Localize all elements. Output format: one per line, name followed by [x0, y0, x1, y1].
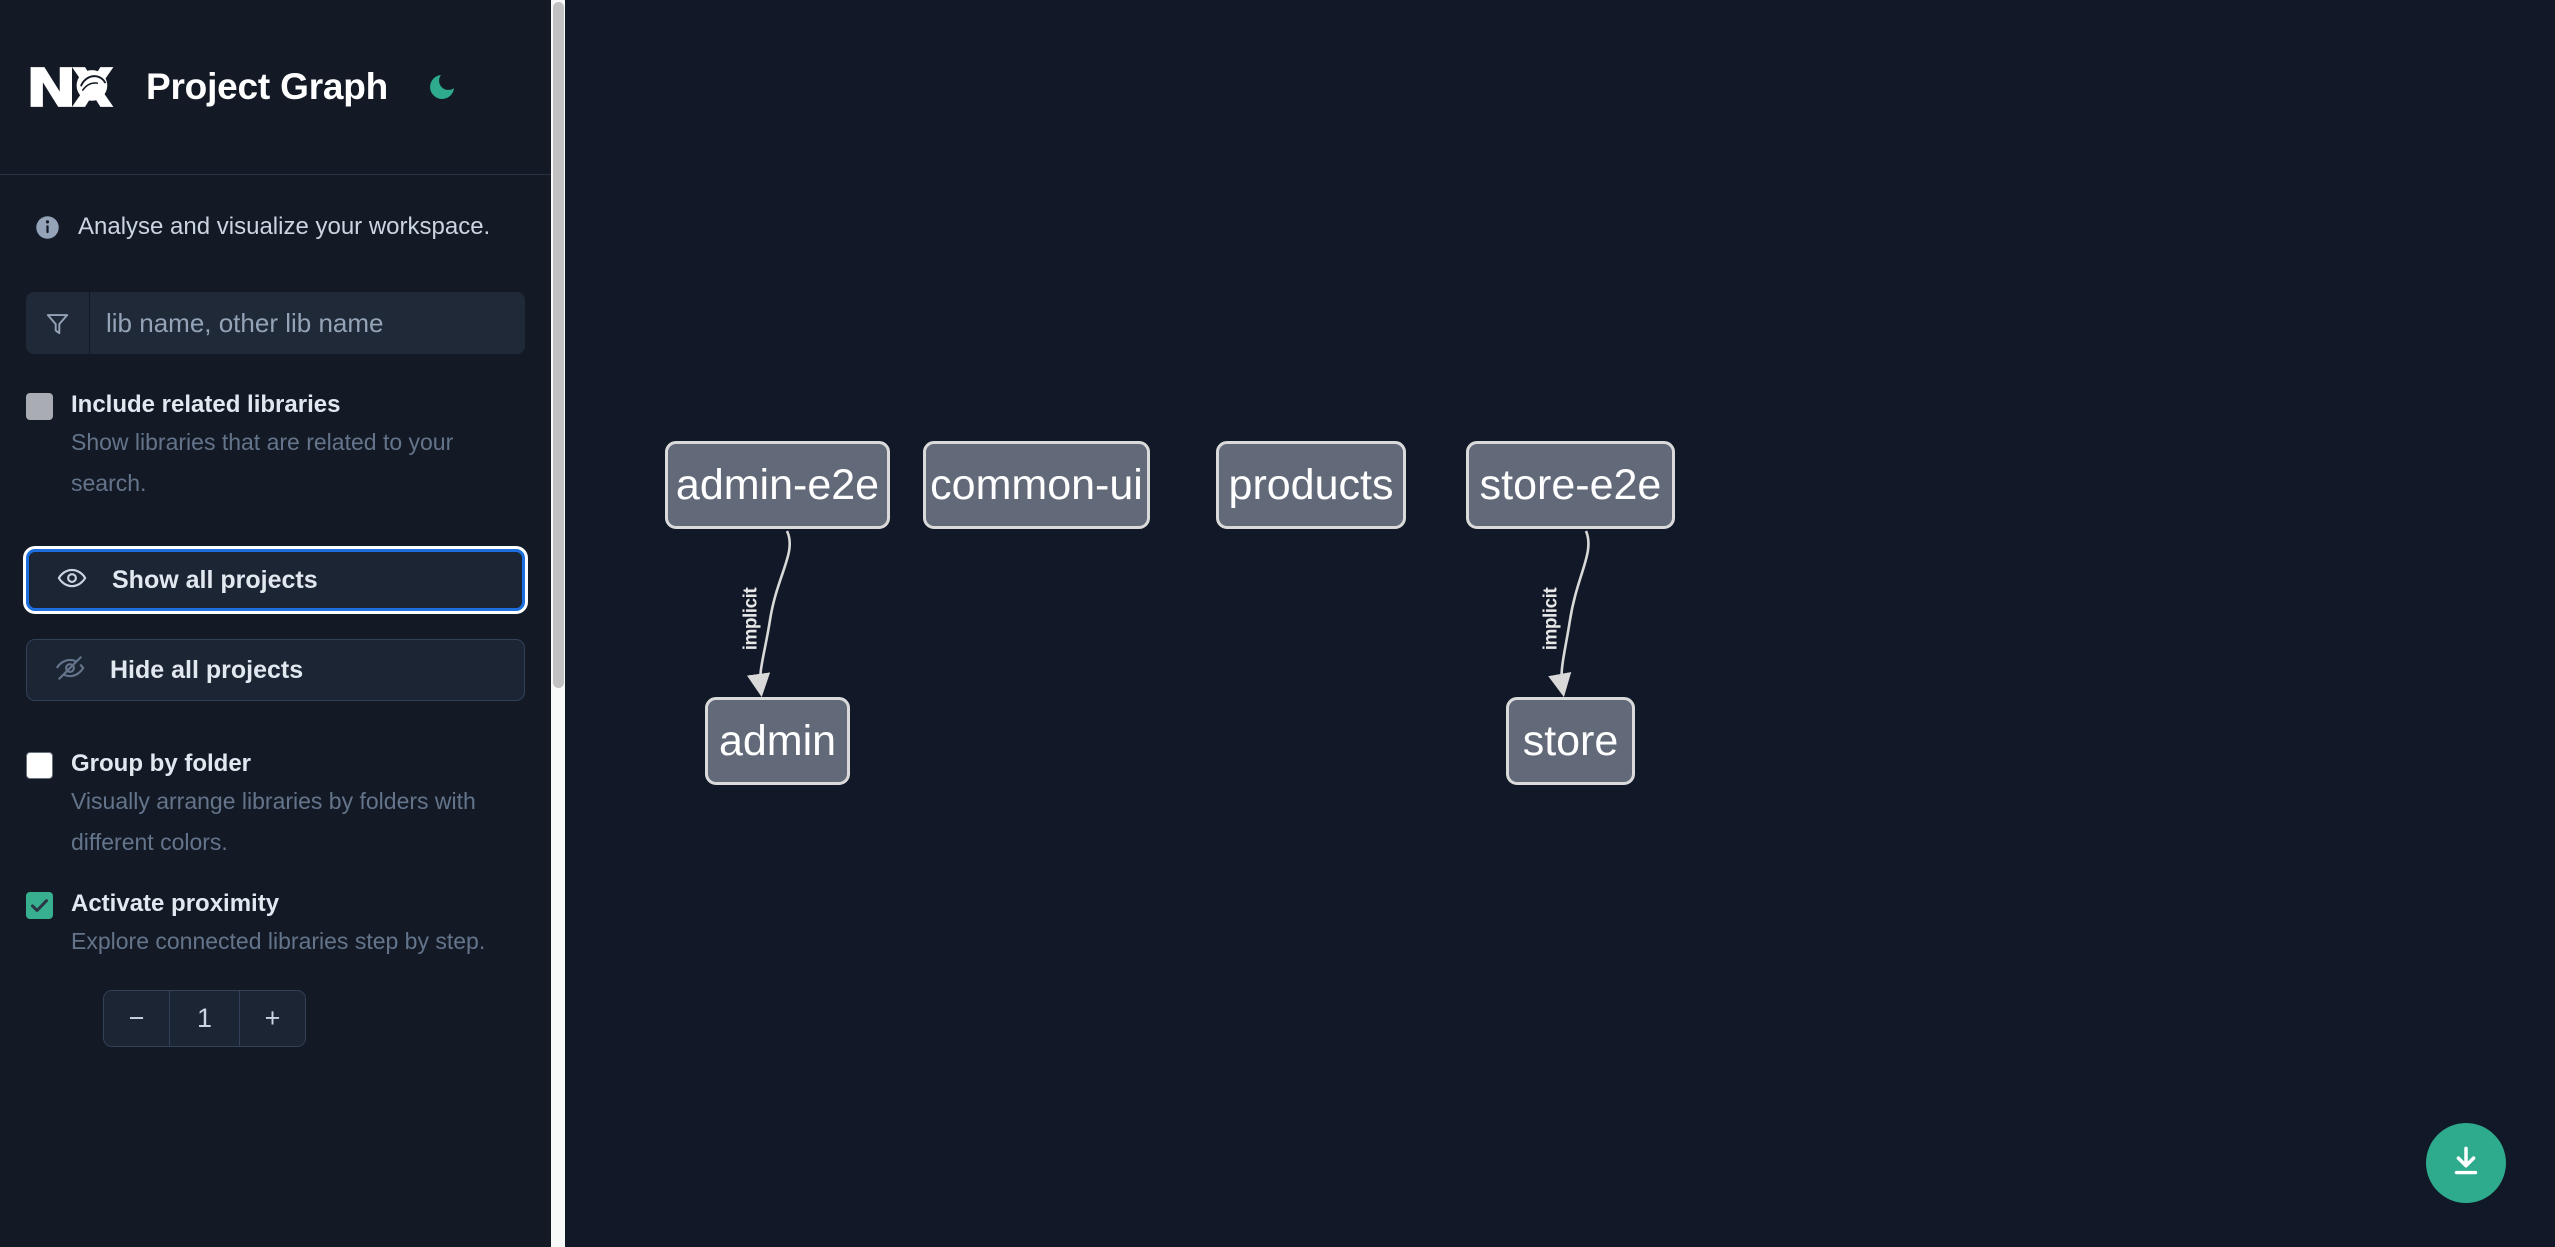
activate-proximity-checkbox[interactable]	[26, 892, 53, 919]
search-input[interactable]	[90, 292, 525, 354]
edge-label-implicit: implicit	[1540, 587, 1562, 651]
sidebar: Project Graph Analyse and visualize your…	[0, 0, 551, 1247]
show-all-projects-button[interactable]: Show all projects	[26, 549, 525, 611]
option-description: Visually arrange libraries by folders wi…	[71, 788, 476, 855]
search-field[interactable]	[26, 292, 525, 354]
sidebar-scrollbar-thumb[interactable]	[553, 2, 564, 688]
graph-canvas[interactable]: implicit implicit admin-e2e common-ui pr…	[565, 0, 2555, 1247]
option-description: Explore connected libraries step by step…	[71, 928, 486, 954]
eye-icon	[57, 563, 87, 598]
proximity-stepper: − 1 +	[103, 990, 306, 1047]
graph-node-admin[interactable]: admin	[705, 697, 850, 785]
page-title: Project Graph	[146, 66, 389, 107]
graph-node-products[interactable]: products	[1216, 441, 1406, 529]
sidebar-body: Analyse and visualize your workspace. In…	[0, 213, 551, 1047]
edge-admin-e2e-to-admin	[746, 530, 792, 698]
moon-icon[interactable]	[420, 65, 464, 109]
option-description: Show libraries that are related to your …	[71, 429, 454, 496]
sidebar-scrollbar-track[interactable]	[551, 0, 565, 1247]
hide-all-projects-button[interactable]: Hide all projects	[26, 639, 525, 701]
node-label: common-ui	[930, 460, 1143, 509]
node-label: admin	[718, 716, 837, 765]
node-label: store-e2e	[1479, 460, 1662, 509]
filter-icon	[26, 292, 90, 354]
graph-node-common-ui[interactable]: common-ui	[923, 441, 1150, 529]
graph-edges	[746, 530, 1590, 698]
eye-off-icon	[55, 653, 85, 688]
proximity-value: 1	[170, 991, 239, 1046]
button-label: Show all projects	[112, 565, 318, 594]
nx-logo-icon	[26, 59, 118, 115]
option-activate-proximity[interactable]: Activate proximity Explore connected lib…	[26, 887, 525, 962]
node-label: store	[1522, 716, 1619, 765]
node-label: products	[1228, 460, 1394, 509]
tagline-text: Analyse and visualize your workspace.	[78, 213, 491, 240]
info-icon	[34, 214, 61, 241]
option-group-by-folder[interactable]: Group by folder Visually arrange librari…	[26, 747, 525, 863]
node-label: admin-e2e	[675, 460, 880, 509]
download-graph-button[interactable]	[2426, 1123, 2506, 1203]
tagline: Analyse and visualize your workspace.	[26, 213, 525, 241]
download-icon	[2447, 1142, 2485, 1185]
sidebar-header: Project Graph	[0, 0, 551, 175]
option-include-related-libraries[interactable]: Include related libraries Show libraries…	[26, 388, 525, 504]
graph-node-admin-e2e[interactable]: admin-e2e	[665, 441, 890, 529]
proximity-increment-button[interactable]: +	[239, 991, 305, 1046]
edge-label-implicit: implicit	[740, 587, 762, 651]
graph-node-store-e2e[interactable]: store-e2e	[1466, 441, 1675, 529]
graph-node-store[interactable]: store	[1506, 697, 1635, 785]
option-label: Include related libraries	[71, 391, 341, 418]
button-label: Hide all projects	[110, 655, 304, 684]
include-related-libraries-checkbox[interactable]	[26, 393, 53, 420]
group-by-folder-checkbox[interactable]	[26, 752, 53, 779]
option-label: Activate proximity	[71, 890, 280, 917]
edge-store-e2e-to-store	[1548, 530, 1590, 698]
option-label: Group by folder	[71, 750, 251, 777]
proximity-decrement-button[interactable]: −	[104, 991, 170, 1046]
